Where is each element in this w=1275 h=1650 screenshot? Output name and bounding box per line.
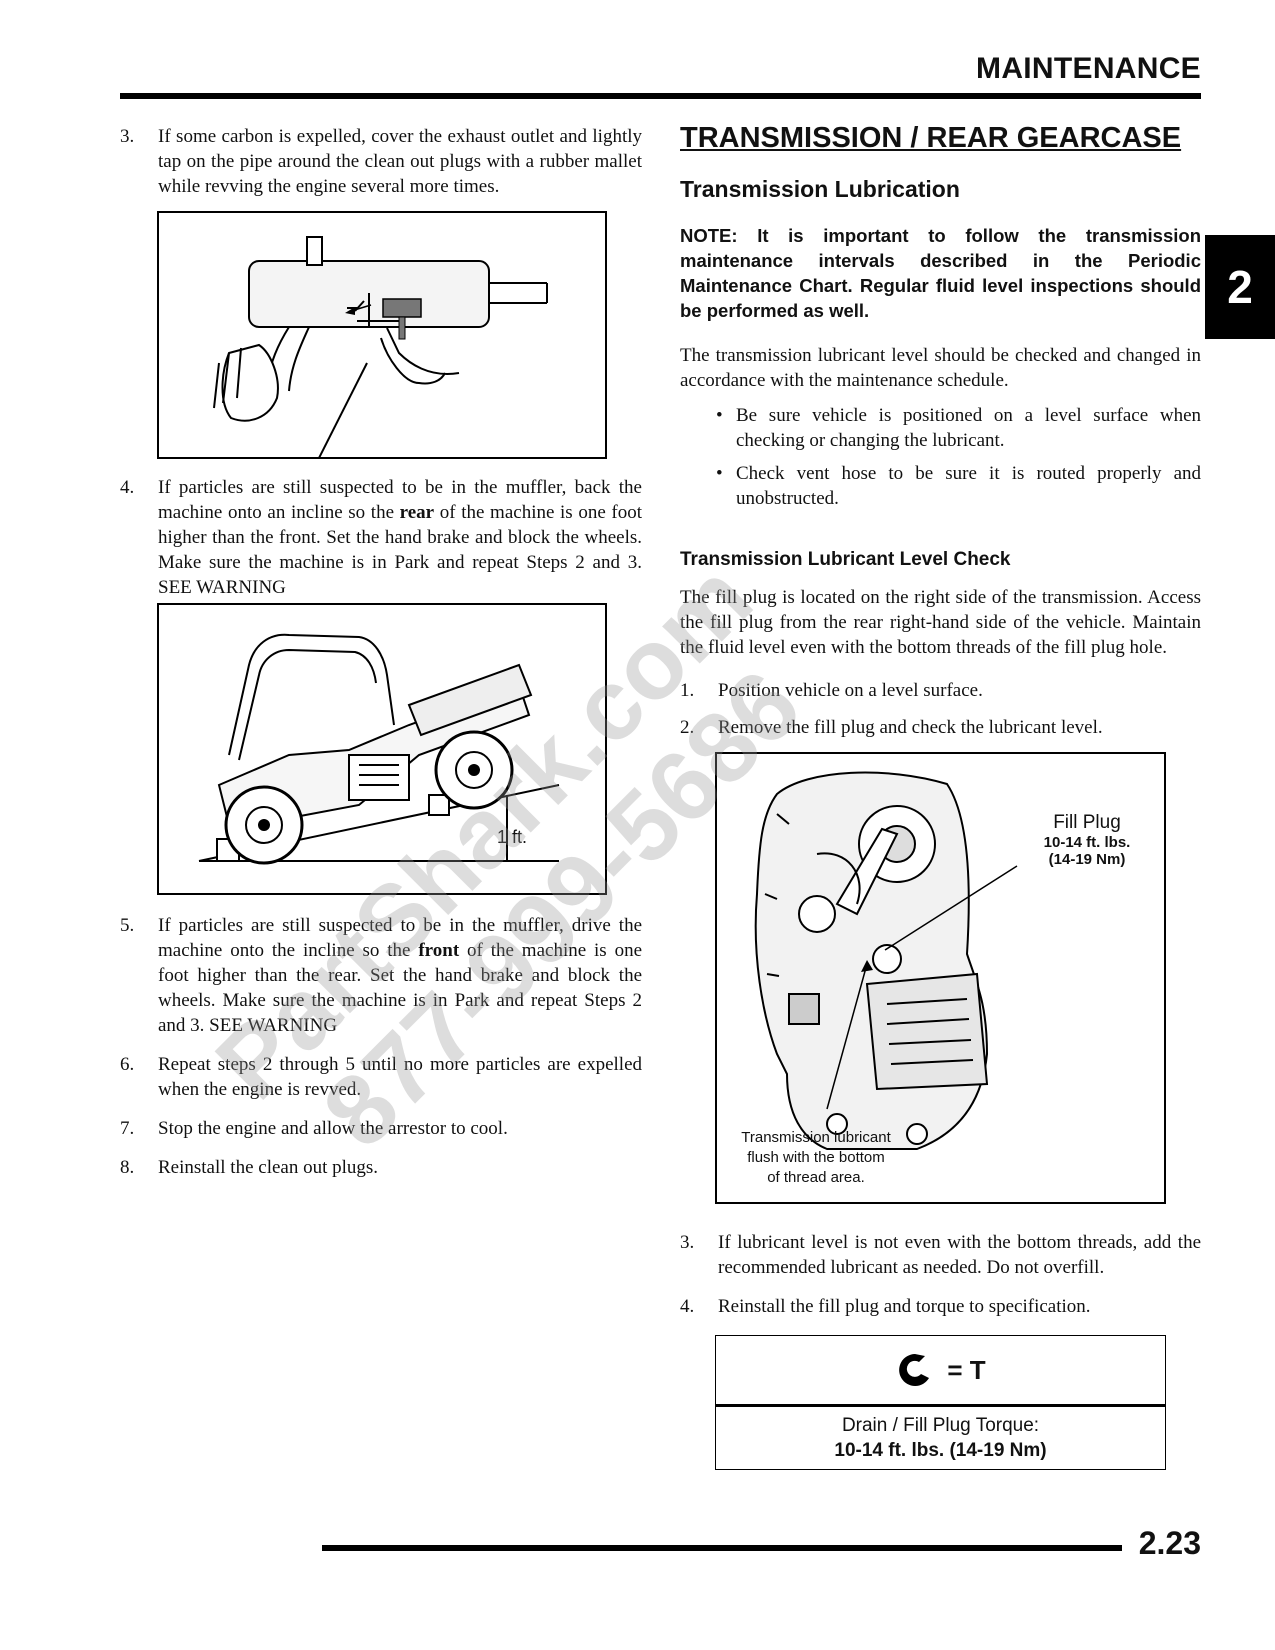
torque-symbol-text: = T: [947, 1354, 986, 1385]
callout-line: Transmission lubricant: [741, 1129, 891, 1146]
step-number: 2.: [680, 717, 695, 738]
right-column: TRANSMISSION / REAR GEARCASE Transmissio…: [680, 118, 1201, 1470]
step-text-part: If particles are still suspected to be i…: [158, 915, 642, 961]
step-text: Repeat steps 2 through 5 until no more p…: [158, 1054, 642, 1100]
torque-spec-value: 10-14 ft. lbs. (14-19 Nm): [834, 1440, 1047, 1461]
step-number: 3.: [680, 1232, 695, 1253]
step-text: Stop the engine and allow the arrestor t…: [158, 1118, 508, 1139]
lubricant-level-callout: Transmission lubricant flush with the bo…: [731, 1128, 901, 1188]
right-step-2: 2. Remove the fill plug and check the lu…: [680, 715, 1201, 740]
step-number: 3.: [120, 126, 135, 147]
step-text: Reinstall the fill plug and torque to sp…: [718, 1296, 1091, 1317]
bullet-dot: •: [716, 463, 723, 484]
bullet-item: • Be sure vehicle is positioned on a lev…: [716, 403, 1201, 453]
step-number: 5.: [120, 915, 135, 936]
step-text: If particles are still suspected to be i…: [158, 475, 642, 600]
level-check-paragraph: The fill plug is located on the right si…: [680, 587, 1201, 658]
chapter-tab: 2: [1205, 235, 1275, 339]
section-title: TRANSMISSION / REAR GEARCASE: [680, 122, 1182, 154]
muffler-illustration: [213, 236, 548, 459]
fill-plug-torque-nm: (14-19 Nm): [1048, 851, 1126, 868]
muffler-tapping-figure: [157, 211, 607, 459]
torque-spec-box: = T Drain / Fill Plug Torque: 10-14 ft. …: [715, 1335, 1166, 1470]
left-step-5: 5. If particles are still suspected to b…: [120, 913, 642, 1038]
right-step-1: 1. Position vehicle on a level surface.: [680, 678, 1201, 703]
bullet-text: Be sure vehicle is positioned on a level…: [736, 405, 1201, 451]
step-number: 4.: [120, 477, 135, 498]
left-step-8: 8. Reinstall the clean out plugs.: [120, 1155, 642, 1180]
step-text-part: of the machine is one foot higher than t…: [158, 940, 642, 1036]
torque-symbol-row: = T: [716, 1336, 1165, 1407]
step-number: 4.: [680, 1296, 695, 1317]
incline-height-label: 1 ft.: [497, 827, 528, 847]
footer-rule: [322, 1545, 1122, 1551]
left-step-6: 6. Repeat steps 2 through 5 until no mor…: [120, 1052, 642, 1102]
bullet-item: • Check vent hose to be sure it is route…: [716, 461, 1201, 511]
left-step-7: 7. Stop the engine and allow the arresto…: [120, 1116, 642, 1141]
torque-wrench-icon: [899, 1354, 930, 1386]
page-number: 2.23: [1138, 1525, 1201, 1561]
torque-spec-text: Drain / Fill Plug Torque: 10-14 ft. lbs.…: [716, 1407, 1165, 1469]
fill-plug-label: Fill Plug: [1053, 812, 1121, 833]
callout-line: of thread area.: [767, 1169, 865, 1186]
intro-paragraph: The transmission lubricant level should …: [680, 345, 1201, 391]
step-text-part: of the machine is one foot higher than t…: [158, 502, 642, 598]
callout-line: flush with the bottom: [747, 1149, 885, 1166]
step-text: Reinstall the clean out plugs.: [158, 1157, 379, 1178]
gearcase-figure: Fill Plug 10-14 ft. lbs. (14-19 Nm) Tran…: [715, 752, 1166, 1204]
step-text: If particles are still suspected to be i…: [158, 913, 642, 1038]
step-text: Remove the fill plug and check the lubri…: [718, 717, 1103, 738]
sub-title: Transmission Lubrication: [680, 176, 960, 202]
step-text: Position vehicle on a level surface.: [718, 680, 983, 701]
header-rule: [120, 93, 1201, 99]
bullet-text: Check vent hose to be sure it is routed …: [736, 463, 1201, 509]
step-text: If some carbon is expelled, cover the ex…: [158, 126, 642, 197]
step-text: If lubricant level is not even with the …: [718, 1232, 1201, 1278]
left-step-3: 3. If some carbon is expelled, cover the…: [120, 124, 642, 199]
fill-plug-callout: Fill Plug 10-14 ft. lbs. (14-19 Nm): [1022, 812, 1152, 868]
gearcase-illustration: [754, 771, 1018, 1150]
left-column: 3. If some carbon is expelled, cover the…: [120, 124, 642, 1180]
step-text-part: If particles are still suspected to be i…: [158, 477, 642, 523]
step-number: 1.: [680, 680, 695, 701]
fill-plug-torque-ftlbs: 10-14 ft. lbs.: [1043, 834, 1131, 851]
vehicle-on-incline-figure: 1 ft.: [157, 603, 607, 895]
vehicle-incline-illustration: [198, 633, 560, 865]
step-text-emphasis: rear: [399, 502, 435, 523]
step-text-emphasis: front: [418, 940, 460, 961]
header-title: MAINTENANCE: [976, 52, 1201, 85]
bullet-dot: •: [716, 405, 723, 426]
right-step-3: 3. If lubricant level is not even with t…: [680, 1230, 1201, 1280]
maintenance-note: NOTE: It is important to follow the tran…: [680, 225, 1201, 321]
step-number: 6.: [120, 1054, 135, 1075]
step-number: 8.: [120, 1157, 135, 1178]
right-step-4: 4. Reinstall the fill plug and torque to…: [680, 1294, 1201, 1319]
left-step-4: 4. If particles are still suspected to b…: [120, 475, 642, 600]
step-number: 7.: [120, 1118, 135, 1139]
torque-spec-label: Drain / Fill Plug Torque:: [841, 1415, 1040, 1436]
level-check-title: Transmission Lubricant Level Check: [680, 549, 1011, 570]
